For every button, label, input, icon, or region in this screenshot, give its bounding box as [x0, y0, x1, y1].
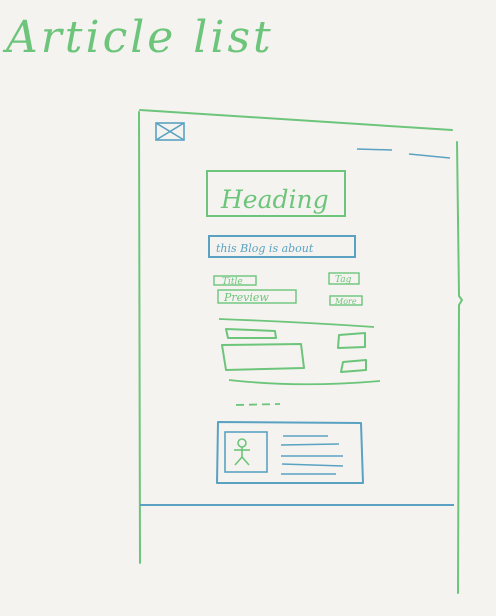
- author-card[interactable]: [216, 421, 364, 484]
- heading-box: [206, 170, 346, 217]
- title-chip-label: Title: [222, 277, 243, 287]
- tag-chip[interactable]: [328, 272, 360, 285]
- page-title: Article list: [2, 12, 274, 63]
- more-chip-label: More: [334, 297, 357, 306]
- heading-text: Heading: [220, 185, 329, 214]
- device-frame: [138, 109, 463, 594]
- more-chip[interactable]: [329, 295, 363, 306]
- dashed-separator: [235, 403, 281, 406]
- x-box-icon: [155, 122, 185, 141]
- tag-chip-label: Tag: [335, 275, 352, 285]
- intro-text: this Blog is about: [216, 242, 314, 255]
- preview-chip-label: Preview: [223, 291, 269, 304]
- intro-bar: [208, 235, 356, 258]
- content-block: [221, 328, 367, 373]
- person-icon: [224, 431, 268, 473]
- content-underline: [228, 379, 381, 386]
- author-text-lines: [280, 435, 344, 475]
- content-divider: [218, 318, 375, 328]
- title-chip: [213, 275, 257, 286]
- menu-lines[interactable]: [356, 148, 451, 159]
- preview-chip: [217, 289, 297, 304]
